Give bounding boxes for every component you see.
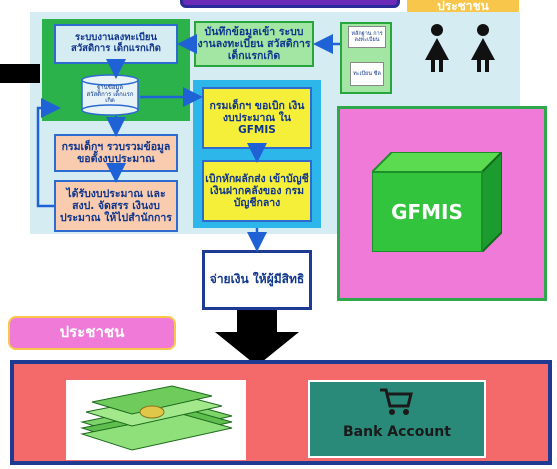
transfer-box: เบิกหักผลักส่ง เข้าบัญชี เงินฝากคลังของ …: [202, 160, 312, 222]
top-people-banner-label: ประชาชน: [437, 0, 489, 14]
document-top-card: หลักฐาน การลงทะเบียน: [348, 26, 386, 48]
record-box-label: บันทึกข้อมูลเข้า ระบบงานลงทะเบียน สวัสดิ…: [197, 25, 311, 63]
collect-box-label: กรมเด็กฯ รวบรวมข้อมูล ขอตั้งงบประมาณ: [61, 140, 171, 165]
flow-arrows: [36, 34, 340, 252]
cash-money-icon: [80, 385, 233, 451]
pay-box-label: จ่ายเงิน ให้ผู้มีสิทธิ: [209, 272, 305, 287]
budget-box-label: ได้รับงบประมาณ และ สงป. จัดสรร เงินงบประ…: [60, 187, 172, 225]
request-box-label: กรมเด็กฯ ขอเบิก เงินงบประมาณ ใน GFMIS: [209, 99, 305, 137]
people-icon: [425, 24, 495, 72]
database-label: ฐานข้อมูล สวัสดิการ เด็กแรกเกิด: [86, 83, 134, 105]
people-banner: ประชาชน: [8, 316, 176, 350]
budget-box: ได้รับงบประมาณ และ สงป. จัดสรร เงินงบประ…: [54, 180, 178, 232]
document-bottom-card: ทะเบียน ซีล: [350, 62, 384, 86]
people-banner-label: ประชาชน: [59, 323, 125, 342]
request-box: กรมเด็กฯ ขอเบิก เงินงบประมาณ ใน GFMIS: [202, 87, 312, 149]
registration-box: ระบบงานลงทะเบียน สวัสดิการ เด็กแรกเกิด: [54, 24, 178, 64]
database-icon: [81, 74, 139, 116]
down-arrow-icon: [215, 310, 299, 366]
bank-account-label: Bank Account: [343, 423, 451, 440]
gfmis-cube-icon: [372, 152, 502, 252]
gfmis-label: GFMIS: [391, 199, 463, 224]
shopping-cart-icon: [380, 388, 413, 415]
transfer-box-label: เบิกหักผลักส่ง เข้าบัญชี เงินฝากคลังของ …: [205, 172, 309, 210]
side-marker: [0, 64, 40, 83]
registration-box-label: ระบบงานลงทะเบียน สวัสดิการ เด็กแรกเกิด: [71, 32, 161, 54]
record-box: บันทึกข้อมูลเข้า ระบบงานลงทะเบียน สวัสดิ…: [194, 21, 314, 67]
top-title-bar: [180, 0, 400, 8]
